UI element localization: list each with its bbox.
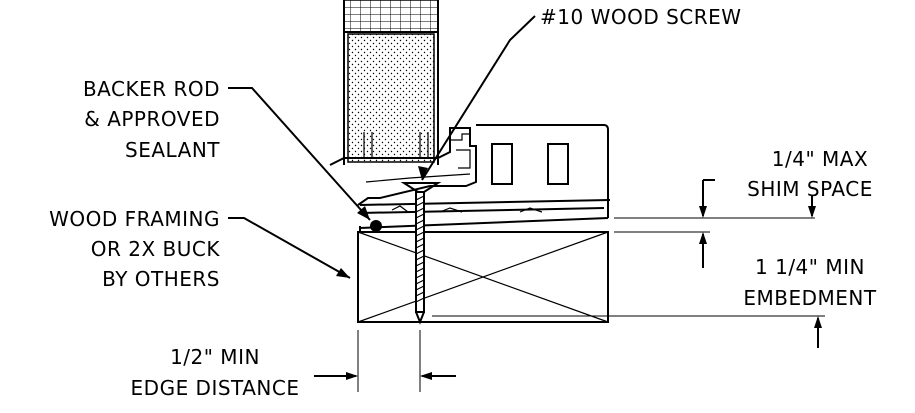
backer-rod-label-1: BACKER ROD (83, 77, 220, 101)
backer-rod-leader (228, 87, 371, 221)
edge-label-1: 1/2" MIN (170, 345, 260, 369)
shim-space-dimension (614, 179, 815, 268)
framing-leader (228, 217, 351, 279)
embed-label-1: 1 1/4" MIN (755, 255, 865, 279)
edge-label-2: EDGE DISTANCE (131, 376, 300, 400)
shim-label-1: 1/4" MAX (772, 147, 868, 171)
embed-label-2: EMBEDMENT (743, 286, 877, 310)
backer-rod-label-2: & APPROVED (84, 107, 220, 131)
sill-frame (329, 124, 611, 229)
edge-distance-dimension (314, 330, 456, 392)
glazing-panel (343, 0, 439, 165)
screw-leader (418, 15, 536, 181)
shim-label-2: SHIM SPACE (747, 177, 873, 201)
embedment-dimension (432, 196, 825, 348)
backer-rod-label-3: SEALANT (125, 138, 220, 162)
wood-framing-block (357, 231, 609, 323)
wood-screw (400, 182, 442, 325)
screw-label: #10 WOOD SCREW (540, 5, 742, 29)
framing-label-1: WOOD FRAMING (49, 207, 220, 231)
backer-rod (359, 220, 382, 232)
framing-label-3: BY OTHERS (102, 267, 220, 291)
framing-label-2: OR 2X BUCK (91, 237, 221, 261)
